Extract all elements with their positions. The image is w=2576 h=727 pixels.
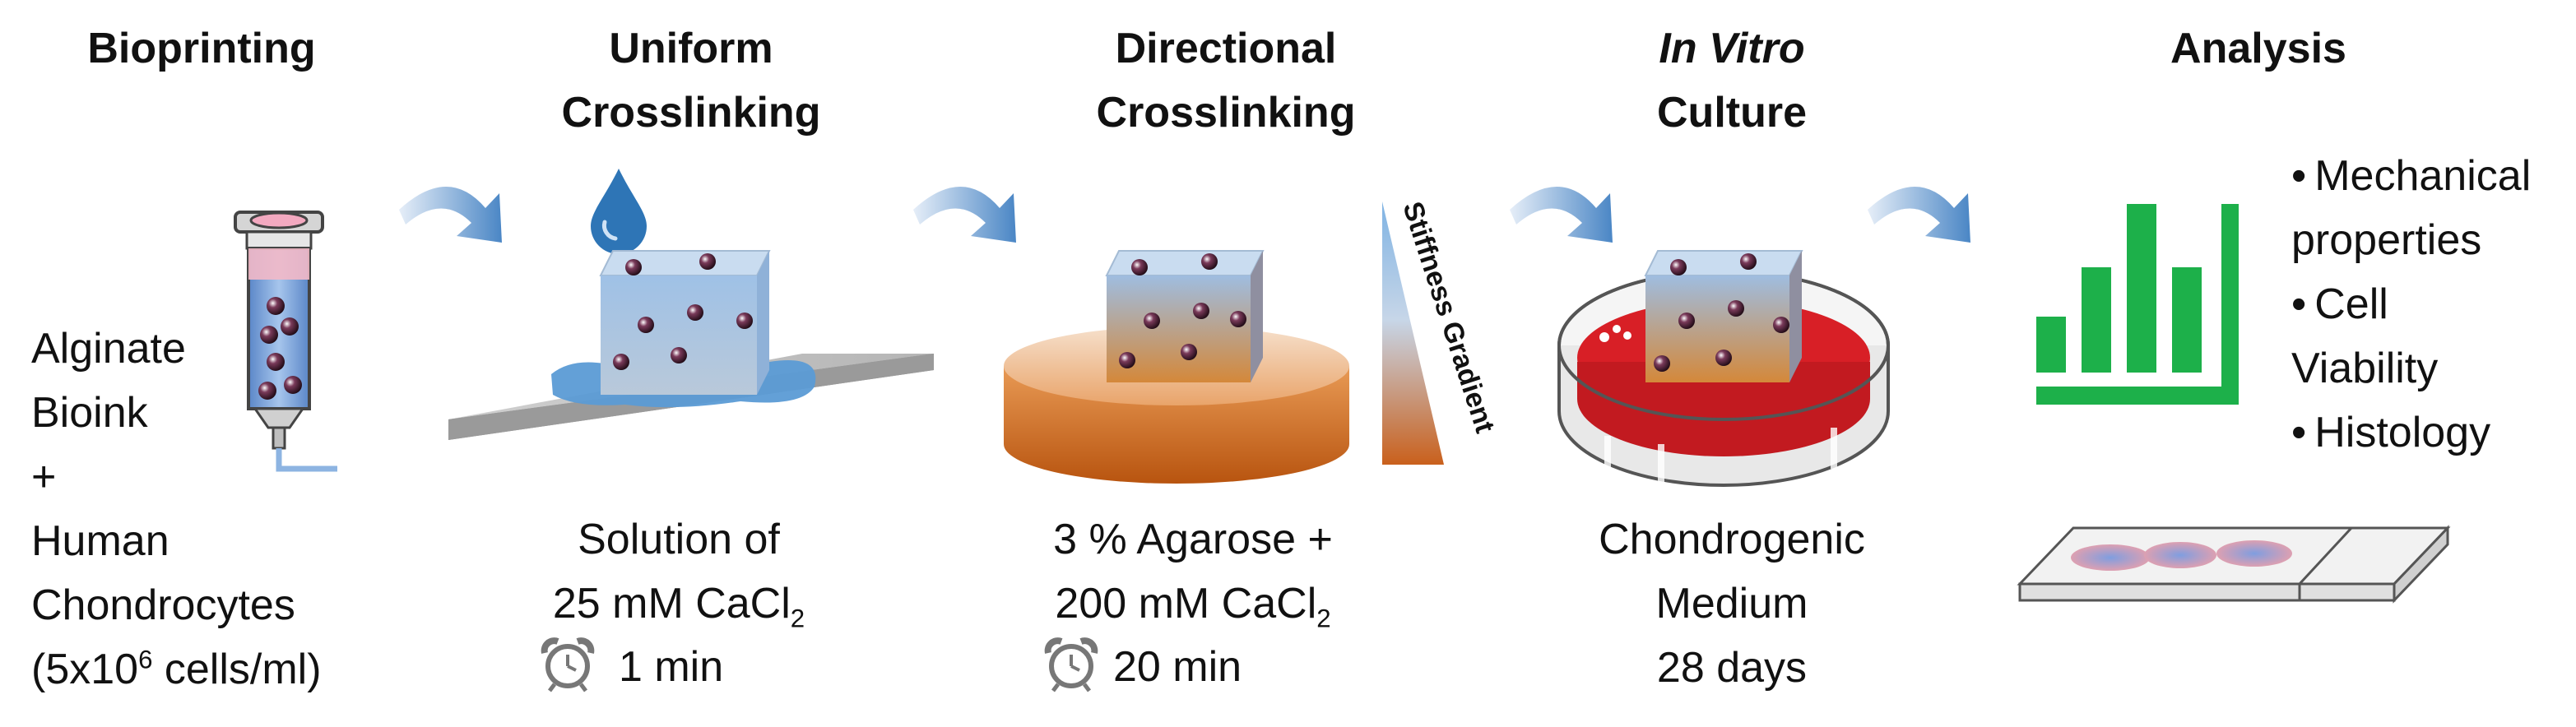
cell-concentration: (5x106 cells/ml): [31, 645, 322, 693]
stage-title-directional-crosslinking: Directional Crosslinking: [1096, 25, 1356, 137]
bar-chart-icon: [2036, 204, 2239, 405]
curved-arrow-icon: [1510, 186, 1613, 243]
curved-arrow-icon: [399, 186, 502, 243]
syringe-icon: [234, 211, 337, 472]
gel-cube: [1105, 250, 1265, 382]
alarm-clock-icon: [1044, 637, 1098, 692]
uniform-time: 1 min: [619, 643, 724, 691]
culture-description: Chondrogenic Medium 28 days: [1599, 516, 1865, 692]
in-vitro-italic: In Vitro: [1659, 25, 1805, 72]
stage-title-uniform-crosslinking: Uniform Crosslinking: [561, 25, 821, 137]
uniform-description: Solution of 25 mM CaCl2: [552, 516, 805, 633]
bioprinting-description: Alginate Bioink + Human Chondrocytes (5x…: [31, 317, 322, 702]
curved-arrow-icon: [913, 186, 1016, 243]
stiffness-gradient-wedge: [1382, 201, 1444, 465]
analysis-item: Histology: [2291, 401, 2531, 465]
gel-cube: [599, 250, 771, 395]
alarm-clock-icon: [541, 637, 595, 692]
stage-title-bioprinting: Bioprinting: [87, 25, 316, 72]
gel-cube: [1644, 250, 1803, 382]
stage-title-analysis: Analysis: [2170, 25, 2346, 72]
curved-arrow-icon: [1868, 186, 1970, 243]
analysis-item: Mechanical: [2291, 144, 2531, 208]
analysis-item: Cell: [2291, 272, 2531, 336]
stage-title-in-vitro-culture: In Vitro Culture: [1657, 25, 1807, 137]
analysis-list: Mechanical properties Cell Viability His…: [2291, 144, 2531, 465]
directional-description: 3 % Agarose + 200 mM CaCl2: [1053, 516, 1333, 633]
microscope-slide-icon: [2017, 525, 2451, 604]
water-drop-icon: [591, 169, 647, 254]
directional-time: 20 min: [1113, 643, 1242, 691]
